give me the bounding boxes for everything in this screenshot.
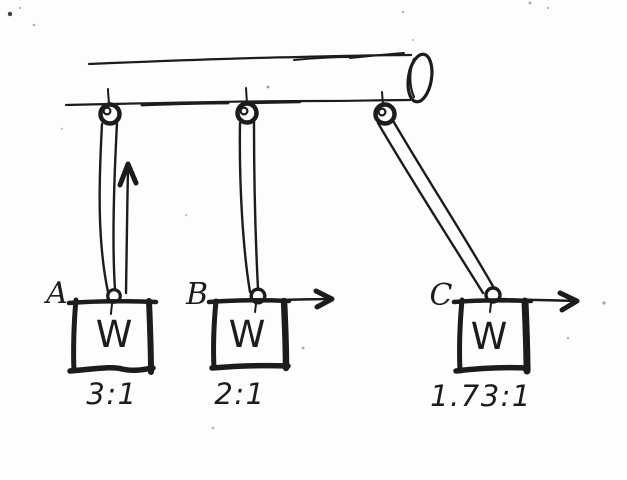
weight-box-c-bottom [453, 364, 531, 374]
sling-c-ring-tick [489, 302, 492, 313]
beam-top-sketch-stroke [349, 52, 405, 59]
weight-label-a: W [96, 313, 133, 356]
ratio-label-a: 3:1 [86, 377, 137, 411]
pulley-b-icon [235, 101, 259, 125]
pulley-c-hole [377, 107, 387, 117]
beam-bottom-edge [64, 98, 412, 107]
weight-box-b-left [211, 298, 219, 371]
force-arrow-c-head [557, 290, 580, 313]
pulley-b-hole [239, 106, 249, 116]
beam-bottom-sketch-stroke [250, 100, 302, 105]
beam-bottom-sketch-stroke [140, 101, 230, 107]
system-label-c: C [430, 278, 453, 313]
weight-box-b-bottom [209, 362, 291, 371]
ratio-label-b: 2:1 [214, 377, 265, 411]
weight-box-b-right [280, 297, 290, 372]
beam-top-sketch-stroke [293, 56, 353, 61]
weight-box-b [206, 297, 292, 372]
beam [64, 52, 434, 107]
force-arrow-a-shaft [124, 167, 130, 295]
weight-box-a-left [71, 297, 79, 374]
sling-b-left [238, 121, 252, 294]
system-label-b: B [185, 277, 208, 312]
sling-c-left [376, 121, 485, 295]
ratio-label-c: 1.73:1 [430, 379, 532, 413]
paper-specks [7, 1, 606, 430]
sling-b-ring [249, 287, 267, 305]
weight-box-a-bottom [67, 365, 156, 374]
weight-box-c-right [521, 297, 531, 375]
pulley-a-hole [102, 106, 112, 116]
beam-end-ellipse [406, 52, 434, 104]
weight-box-c-top [451, 298, 534, 305]
system-a: A W 3:1 [43, 88, 159, 411]
sling-a-right [112, 121, 119, 291]
weight-box-a-top [66, 299, 159, 306]
system-label-a: A [43, 276, 68, 311]
weight-box-b-top [206, 298, 292, 305]
sling-b-right [252, 120, 260, 291]
sling-a-ring-tick [110, 302, 113, 315]
pulley-c-icon [373, 102, 397, 126]
weight-box-a-right [146, 298, 154, 375]
sling-a-left [98, 122, 110, 294]
weight-label-c: W [471, 315, 508, 358]
sling-c-right [390, 117, 496, 290]
weight-box-c-left [457, 297, 465, 374]
system-c: C W 1.73:1 [373, 91, 580, 413]
weight-label-b: W [229, 313, 266, 356]
weight-box-c [451, 297, 534, 375]
beam-end-inner-arc [409, 57, 416, 99]
weight-box-a [66, 297, 159, 375]
force-arrow-b-head [313, 288, 335, 310]
sling-b-ring-tick [254, 303, 257, 313]
pulley-a-icon [98, 102, 122, 126]
force-arrow-a-head [117, 161, 139, 188]
system-b: B W 2:1 [185, 87, 335, 411]
